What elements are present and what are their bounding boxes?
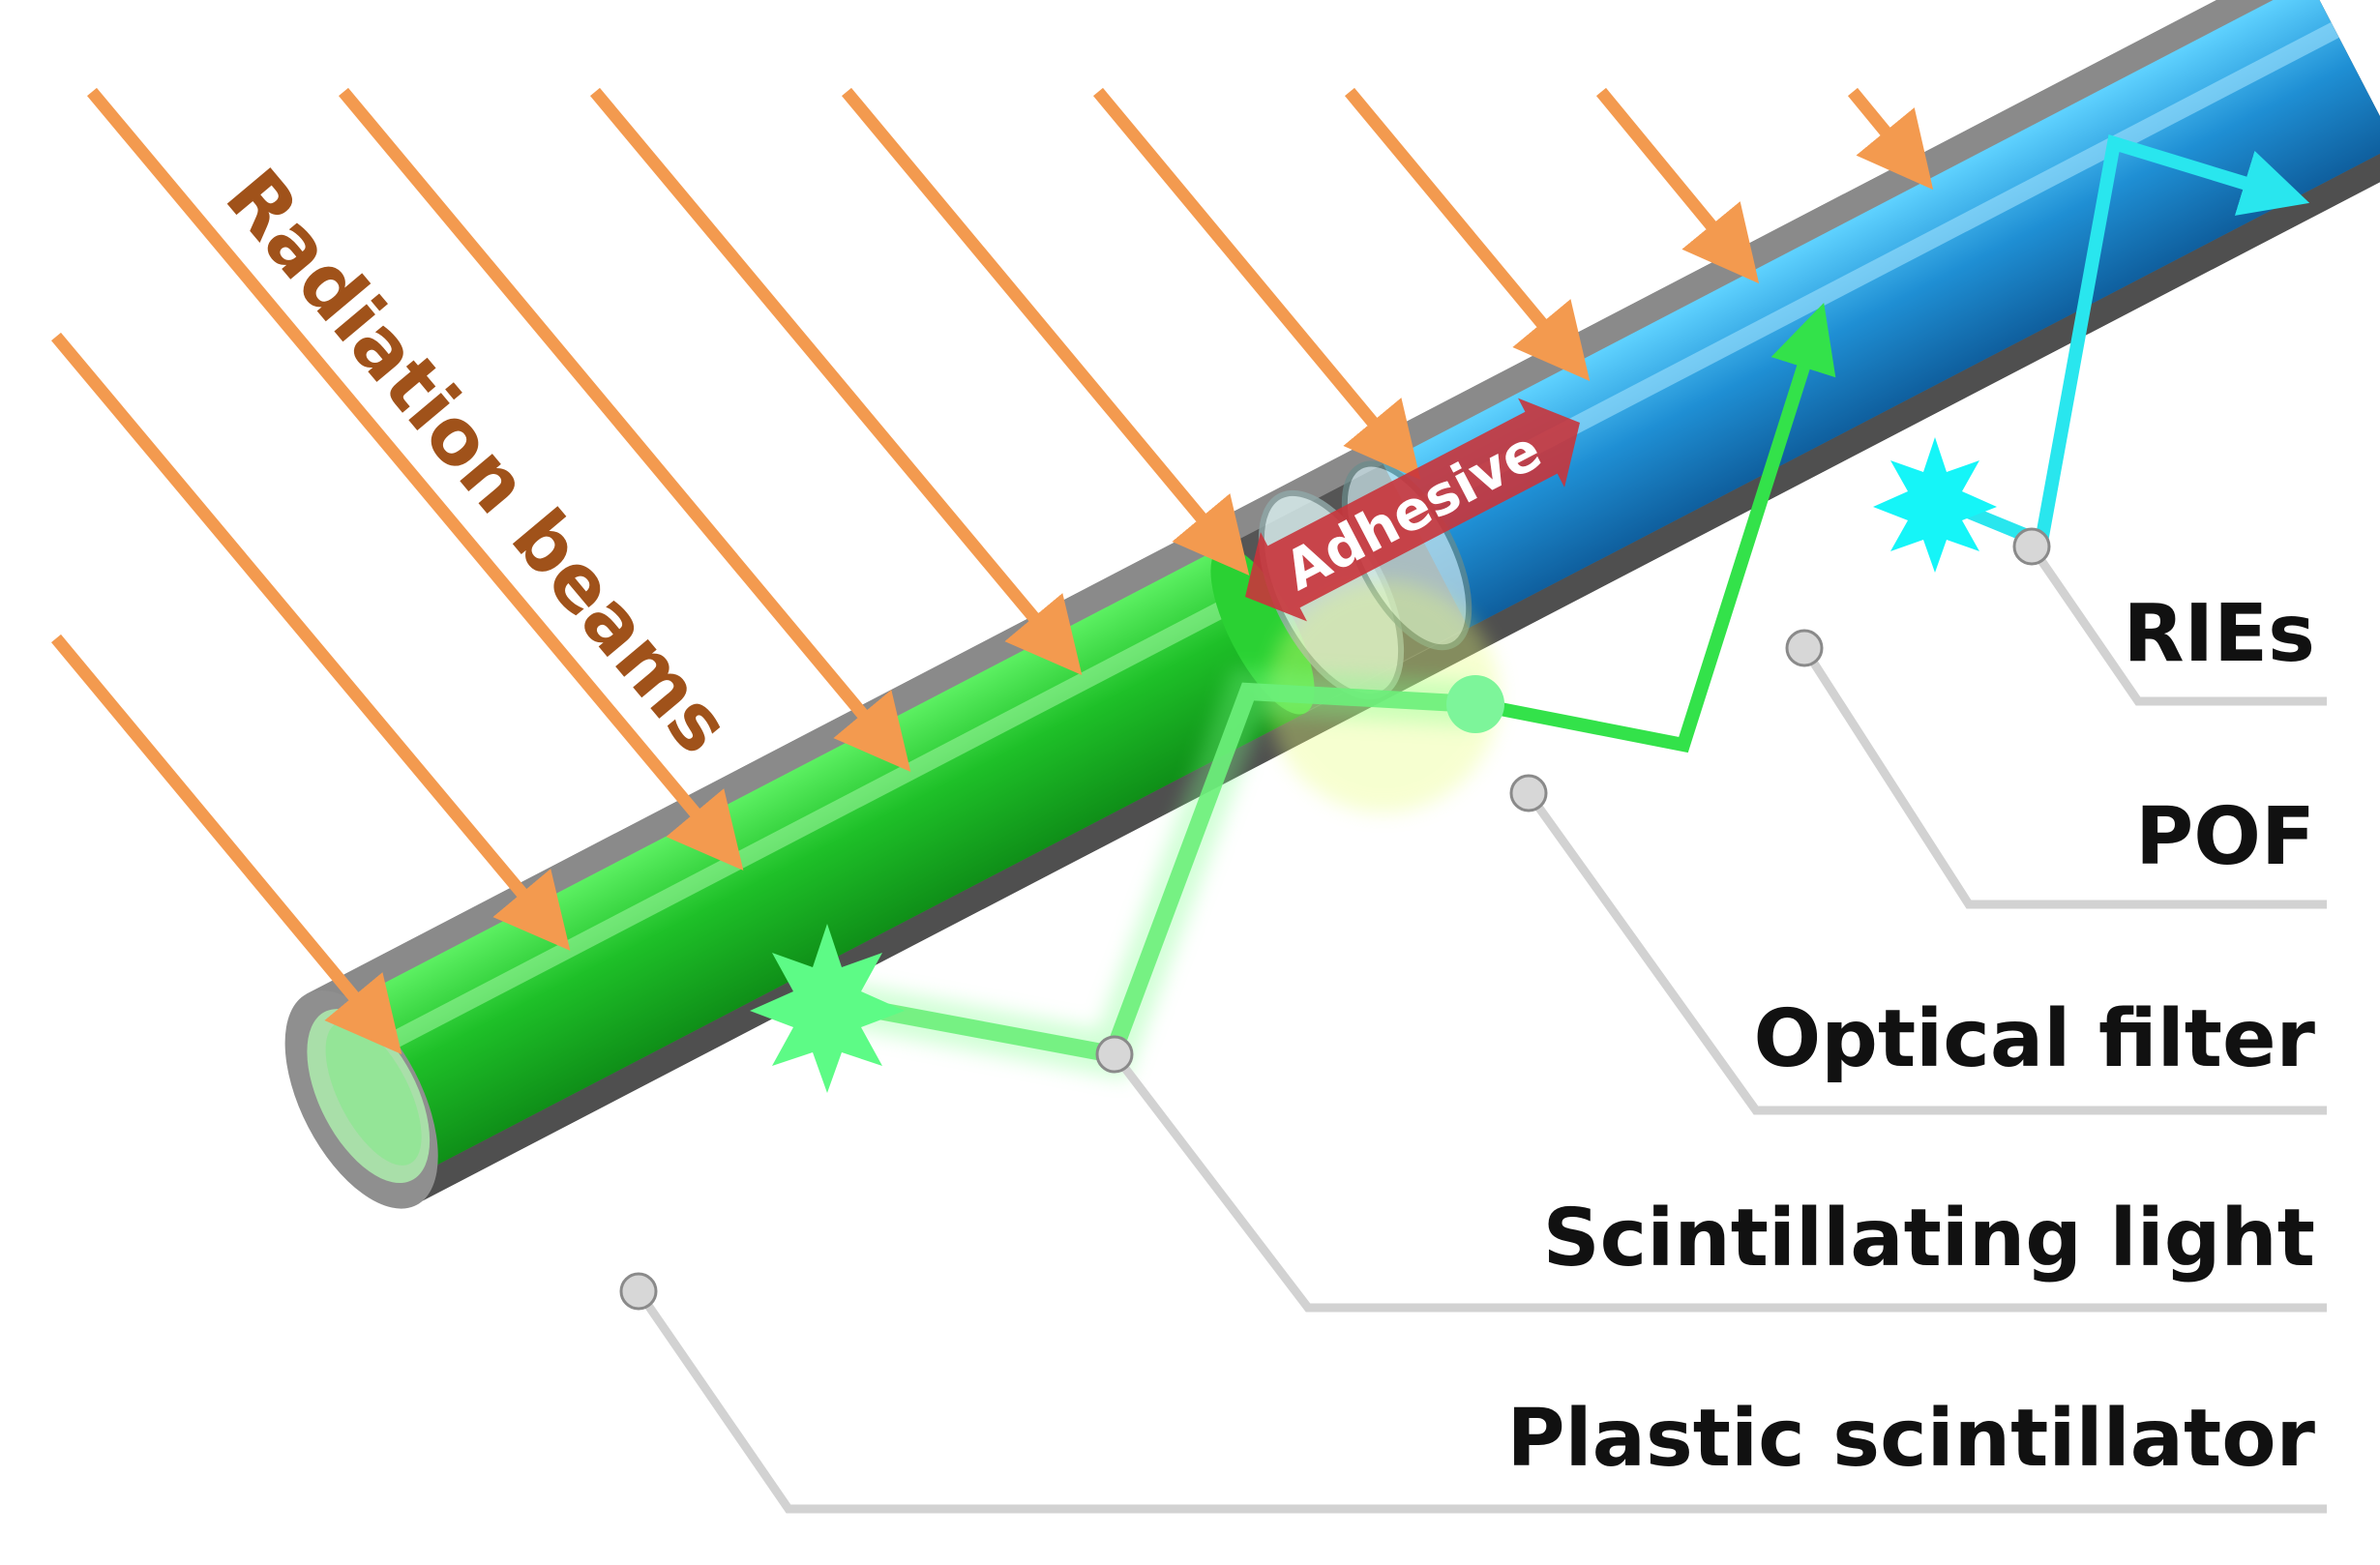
leader-line-plastic-scintillator: [635, 1288, 2327, 1514]
radiation-arrow: [842, 87, 1250, 576]
radiation-arrow: [51, 332, 571, 951]
leader-dots: [619, 527, 2051, 1311]
rie-light-path: [1873, 134, 2310, 573]
scintillating-light-path: [750, 302, 1836, 1093]
label-ries: RIEs: [2124, 588, 2315, 680]
leader-line-ries: [2028, 544, 2327, 706]
radiation-beams: [51, 87, 1934, 1054]
radiation-arrow: [1595, 87, 1760, 284]
label-plastic-scintillator: Plastic scintillator: [1506, 1393, 2315, 1485]
scintillation-burst-icon: [750, 924, 905, 1093]
label-optical-filter: Optical filter: [1754, 993, 2316, 1085]
leader-line-pof: [1800, 645, 2327, 909]
leader-line-optical-filter: [1525, 790, 2327, 1115]
label-pof: POF: [2135, 791, 2315, 883]
radiation-arrow: [339, 87, 911, 772]
radiation-arrow: [1093, 87, 1421, 480]
pof-core: [1383, 0, 2380, 629]
radiation-arrow: [590, 87, 1083, 675]
rie-burst-icon: [1873, 437, 1997, 573]
label-scintillating-light: Scintillating light: [1543, 1193, 2315, 1284]
plastic-scintillator-body: [318, 547, 1306, 1182]
radiation-arrow: [51, 634, 402, 1054]
radiation-arrow: [1847, 87, 1934, 191]
radiation-arrow: [87, 87, 744, 871]
radiation-arrow: [1344, 87, 1591, 382]
leader-lines: [635, 544, 2327, 1514]
leader-line-scintillating-light: [1111, 1051, 2327, 1313]
